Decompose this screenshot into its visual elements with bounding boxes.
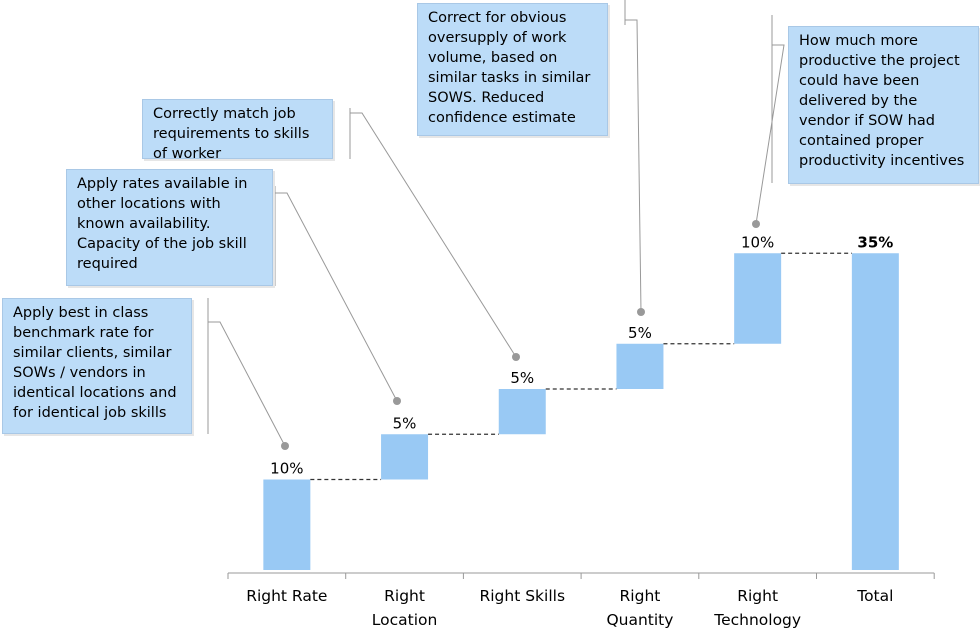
callout-right-rate: Apply best in class benchmark rate for s…	[2, 298, 192, 434]
data-label: 35%	[857, 233, 893, 251]
leader-dot	[752, 220, 760, 228]
data-label: 10%	[741, 233, 774, 251]
leader-line	[208, 321, 286, 447]
bar-right-quantity	[616, 343, 664, 389]
category-label: Right Skills	[479, 587, 565, 605]
callout-right-technology: How much more productive the project cou…	[788, 26, 979, 184]
bar-total	[851, 253, 899, 570]
leader-line	[755, 44, 785, 225]
leader-line	[625, 19, 642, 313]
data-label: 10%	[270, 460, 303, 478]
category-label: Right Rate	[246, 587, 327, 605]
leader-dot	[512, 353, 520, 361]
leader-line	[350, 112, 517, 358]
data-label: 5%	[510, 369, 534, 387]
bar-right-location	[381, 434, 429, 480]
data-label: 5%	[393, 414, 417, 432]
callout-right-location: Apply rates available in other locations…	[66, 169, 273, 286]
callout-right-skills: Correctly match job requirements to skil…	[142, 99, 333, 162]
leader-dot	[393, 397, 401, 405]
category-label: Total	[856, 587, 893, 605]
leader-dot	[281, 442, 289, 450]
bar-right-technology	[734, 253, 782, 344]
leader-line	[275, 192, 398, 402]
leader-dot	[637, 308, 645, 316]
bar-right-skills	[498, 389, 546, 435]
bar-right-rate	[263, 479, 311, 570]
callout-right-quantity: Correct for obvious oversupply of work v…	[417, 3, 608, 136]
data-label: 5%	[628, 324, 652, 342]
